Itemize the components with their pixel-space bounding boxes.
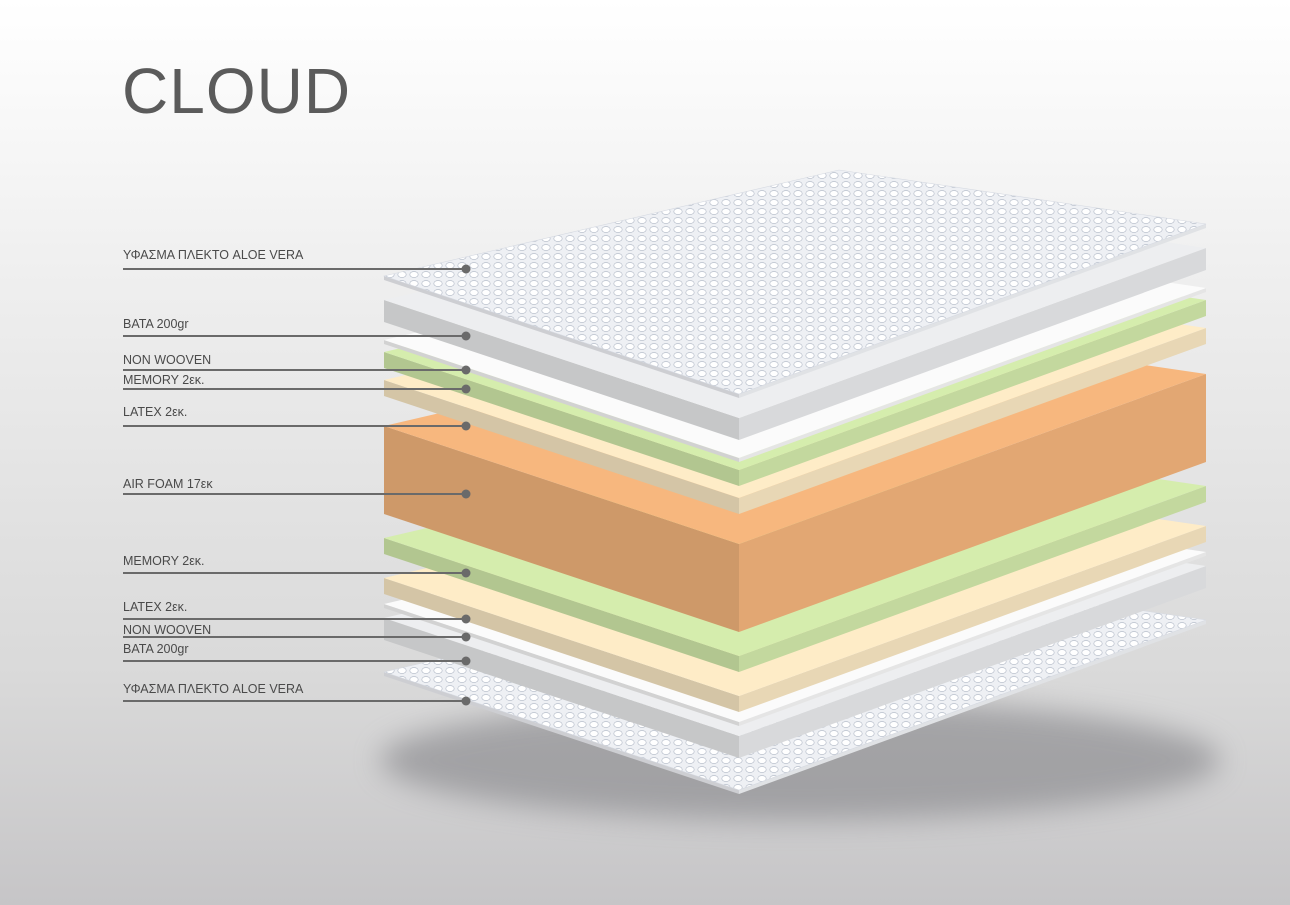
slab-front-left-face <box>384 352 739 486</box>
leader-dot <box>461 365 471 375</box>
leader-dot <box>461 421 471 431</box>
slab-front-right-face <box>739 300 1206 486</box>
layer-label: AIR FOAM 17εκ <box>123 477 213 491</box>
layer-label-group: AIR FOAM 17εκ <box>123 477 471 499</box>
layer-label-group: LATEX 2εκ. <box>123 405 471 431</box>
slab-front-right-face <box>739 374 1206 632</box>
slab-front-right-face <box>739 620 1206 794</box>
slab-front-left-face <box>384 426 739 632</box>
leader-dot <box>461 568 471 578</box>
layer-label: NON WOOVEN <box>123 353 211 367</box>
layer-label: ΥΦΑΣΜΑ ΠΛΕΚΤΟ ALOE VERA <box>123 682 304 696</box>
leader-dot <box>461 696 471 706</box>
slab-top-face <box>382 169 1207 395</box>
layer-label-group: MEMORY 2εκ. <box>123 554 471 578</box>
leader-dot <box>461 489 471 499</box>
slab-front-left-face <box>384 538 739 672</box>
layer-label-group: BATA 200gr <box>123 317 471 341</box>
slab-front-left-face <box>384 672 739 794</box>
layer-label: ΥΦΑΣΜΑ ΠΛΕΚΤΟ ALOE VERA <box>123 248 304 262</box>
slab-front-right-face <box>739 248 1206 440</box>
slab-front-right-face <box>739 526 1206 712</box>
leader-dot <box>461 384 471 394</box>
layer-label: LATEX 2εκ. <box>123 405 187 419</box>
slab-front-right-face <box>739 552 1206 726</box>
layer-label-group: ΥΦΑΣΜΑ ΠΛΕΚΤΟ ALOE VERA <box>123 682 471 706</box>
layer-label: MEMORY 2εκ. <box>123 373 205 387</box>
leader-dot <box>461 614 471 624</box>
slab-front-right-face <box>739 328 1206 514</box>
slab-front-right-face <box>739 288 1206 462</box>
slab-front-left-face <box>384 380 739 514</box>
leader-dot <box>461 331 471 341</box>
layer-label: NON WOOVEN <box>123 623 211 637</box>
layer-label-group: LATEX 2εκ. <box>123 600 471 624</box>
slab-front-left-face <box>384 578 739 712</box>
layer-label-group: ΥΦΑΣΜΑ ΠΛΕΚΤΟ ALOE VERA <box>123 248 471 274</box>
slab-front-left-face <box>384 340 739 462</box>
slab-front-left-face <box>384 276 739 398</box>
leader-dot <box>461 264 471 274</box>
layer-label-group: NON WOOVEN <box>123 353 471 375</box>
slab-front-right-face <box>739 566 1206 758</box>
slab-front-left-face <box>384 300 739 440</box>
leader-dot <box>461 632 471 642</box>
leader-dot <box>461 656 471 666</box>
slab-front-right-face <box>739 486 1206 672</box>
layer-label-group: MEMORY 2εκ. <box>123 373 471 394</box>
page-title: CLOUD <box>122 55 352 127</box>
layer-label: BATA 200gr <box>123 642 189 656</box>
layer-label: BATA 200gr <box>123 317 189 331</box>
layer-label: LATEX 2εκ. <box>123 600 187 614</box>
layer-label-group: BATA 200gr <box>123 642 471 666</box>
slab-front-left-face <box>384 618 739 758</box>
layer-label: MEMORY 2εκ. <box>123 554 205 568</box>
layer-slab-fabric <box>382 169 1207 398</box>
layer-label-group: NON WOOVEN <box>123 623 471 642</box>
slab-front-left-face <box>384 604 739 726</box>
slab-front-right-face <box>739 224 1206 398</box>
